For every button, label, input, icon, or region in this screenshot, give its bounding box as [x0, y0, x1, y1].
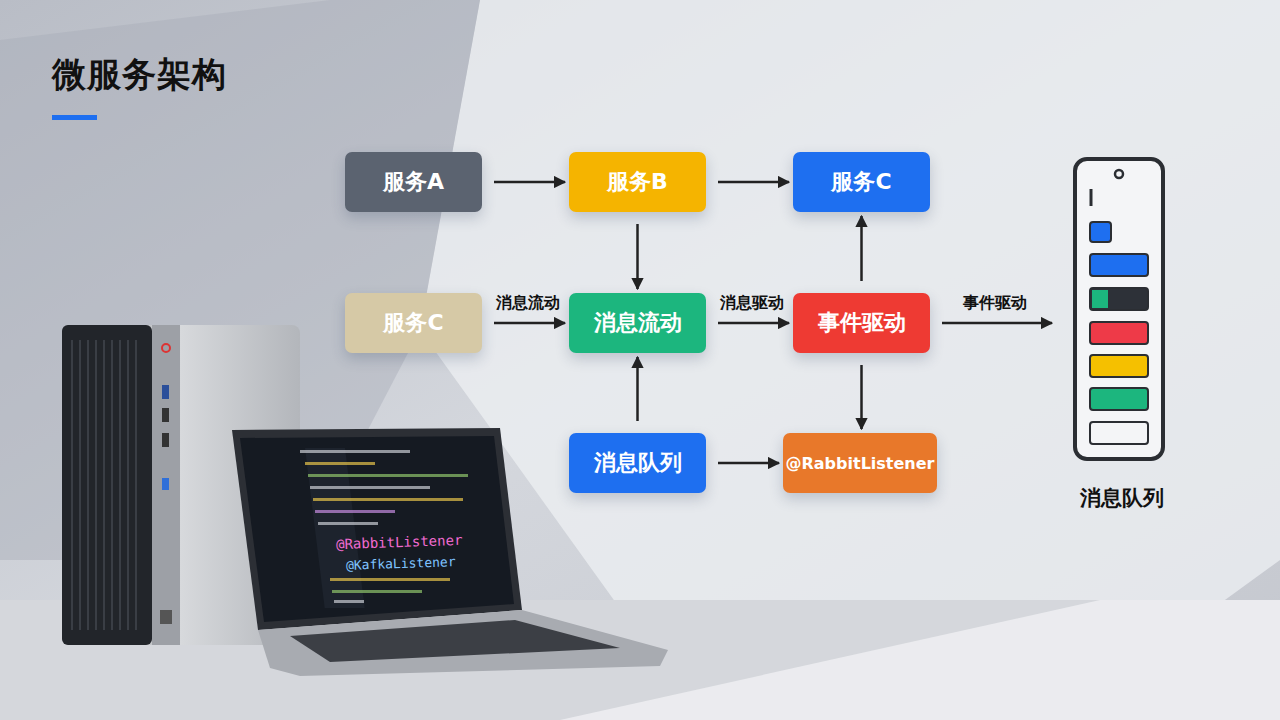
process-box: 服务C	[793, 152, 930, 212]
process-box: 事件驱动	[793, 293, 930, 353]
node-label: 服务A	[383, 167, 444, 197]
device-label: 消息队列	[1046, 484, 1198, 512]
process-box: @RabbitListener	[783, 433, 937, 493]
flow-arrow	[494, 181, 565, 184]
device-outline	[1056, 156, 1168, 466]
queue-device: 消息队列	[1056, 156, 1168, 518]
node-label: 事件驱动	[818, 308, 906, 338]
flow-arrow	[636, 357, 639, 421]
process-box: 服务A	[345, 152, 482, 212]
flow-arrow	[636, 224, 639, 289]
flow-arrow	[718, 322, 789, 325]
node-label: 服务B	[607, 167, 668, 197]
flow-arrow	[718, 181, 789, 184]
edge-label: 消息驱动	[720, 293, 784, 314]
node-label: 消息流动	[594, 308, 682, 338]
process-box: 消息队列	[569, 433, 706, 493]
process-box: 服务B	[569, 152, 706, 212]
flow-arrow	[860, 365, 863, 429]
flow-arrow	[942, 322, 1052, 325]
flow-arrow	[718, 462, 779, 465]
node-label: @RabbitListener	[786, 454, 935, 473]
title-underline	[52, 115, 97, 120]
page-title: 微服务架构	[52, 52, 227, 98]
process-box: 消息流动	[569, 293, 706, 353]
node-label: 消息队列	[594, 448, 682, 478]
node-label: 服务C	[831, 167, 891, 197]
process-box: 服务C	[345, 293, 482, 353]
flow-arrow	[860, 216, 863, 281]
flow-arrow	[494, 322, 565, 325]
edge-label: 事件驱动	[963, 293, 1027, 314]
node-label: 服务C	[383, 308, 443, 338]
edge-label: 消息流动	[496, 293, 560, 314]
